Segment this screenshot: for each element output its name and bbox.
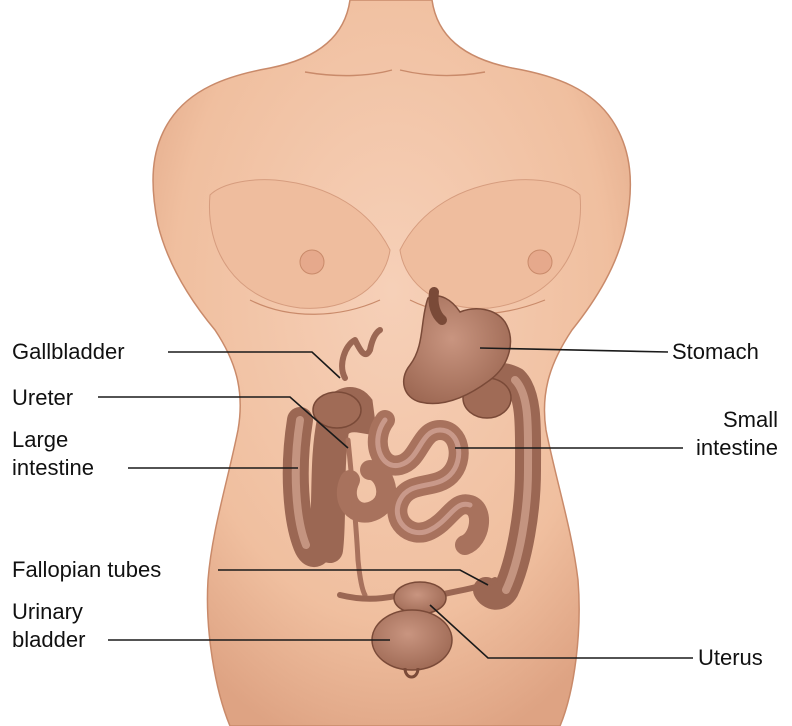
label-urinary-bladder-line1: Urinary [12,600,83,624]
label-small-intestine-line2: intestine [682,436,778,460]
nipple-left [300,250,324,274]
label-small-intestine-line1: Small [682,408,778,432]
label-uterus: Uterus [698,646,763,670]
uterus [394,582,446,614]
label-large-intestine-line1: Large [12,428,68,452]
label-gallbladder: Gallbladder [12,340,125,364]
label-ureter: Ureter [12,386,73,410]
label-stomach: Stomach [672,340,759,364]
nipple-right [528,250,552,274]
label-urinary-bladder-line2: bladder [12,628,85,652]
label-fallopian-tubes: Fallopian tubes [12,558,161,582]
label-large-intestine-line2: intestine [12,456,94,480]
